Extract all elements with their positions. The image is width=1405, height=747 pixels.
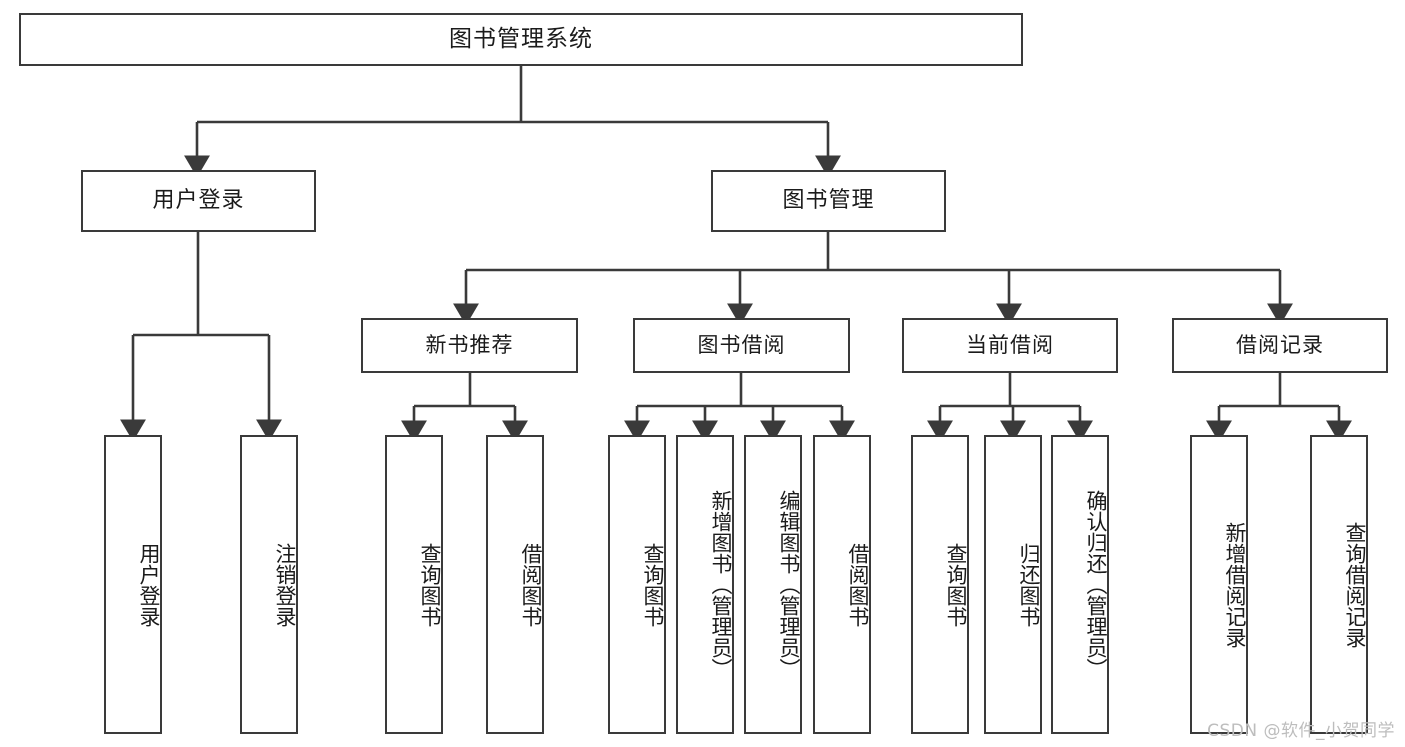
node-label: 用户登录 [152, 187, 245, 213]
node-user-login[interactable]: 用户登录 [81, 170, 316, 232]
node-label: 当前借阅 [966, 333, 1054, 358]
node-root-system[interactable]: 图书管理系统 [19, 13, 1023, 66]
node-label: 注销登录 [273, 542, 297, 627]
node-leaf-add-borrow-record[interactable]: 新增借阅记录 [1190, 435, 1248, 734]
node-leaf-query-book-recommend[interactable]: 查询图书 [385, 435, 443, 734]
node-label: 查询图书 [418, 542, 442, 627]
node-current-borrow[interactable]: 当前借阅 [902, 318, 1118, 373]
node-label: 查询借阅记录 [1343, 521, 1367, 648]
node-label: 查询图书 [641, 542, 665, 627]
node-label: 新书推荐 [425, 333, 514, 358]
node-label: 借阅图书 [519, 542, 543, 627]
node-label: 查询图书 [944, 542, 968, 627]
csdn-watermark: CSDN @软件_小贺同学 [1207, 721, 1395, 741]
node-leaf-query-borrow-record[interactable]: 查询借阅记录 [1310, 435, 1368, 734]
node-label: 用户登录 [137, 542, 161, 627]
node-label: 归还图书 [1017, 542, 1041, 627]
node-book-management[interactable]: 图书管理 [711, 170, 946, 232]
node-leaf-query-book-borrow[interactable]: 查询图书 [608, 435, 666, 734]
node-label: 确认归还（管理员） [1084, 490, 1108, 679]
node-leaf-confirm-return-admin[interactable]: 确认归还（管理员） [1051, 435, 1109, 734]
node-leaf-edit-book-admin[interactable]: 编辑图书（管理员） [744, 435, 802, 734]
node-leaf-borrow-book[interactable]: 借阅图书 [813, 435, 871, 734]
node-leaf-logout-login[interactable]: 注销登录 [240, 435, 298, 734]
node-borrow-record[interactable]: 借阅记录 [1172, 318, 1388, 373]
node-leaf-add-book-admin[interactable]: 新增图书（管理员） [676, 435, 734, 734]
node-label: 图书管理系统 [449, 25, 593, 52]
node-book-borrow[interactable]: 图书借阅 [633, 318, 850, 373]
node-label: 图书管理 [782, 187, 875, 213]
node-label: 图书借阅 [697, 333, 786, 358]
node-leaf-return-book[interactable]: 归还图书 [984, 435, 1042, 734]
node-label: 新增借阅记录 [1223, 521, 1247, 648]
node-label: 借阅记录 [1236, 333, 1324, 358]
node-label: 借阅图书 [846, 542, 870, 627]
node-leaf-borrow-book-recommend[interactable]: 借阅图书 [486, 435, 544, 734]
node-label: 新增图书（管理员） [709, 490, 733, 679]
node-leaf-user-login[interactable]: 用户登录 [104, 435, 162, 734]
node-leaf-query-book-current[interactable]: 查询图书 [911, 435, 969, 734]
node-new-book-recommend[interactable]: 新书推荐 [361, 318, 578, 373]
node-label: 编辑图书（管理员） [777, 490, 801, 679]
